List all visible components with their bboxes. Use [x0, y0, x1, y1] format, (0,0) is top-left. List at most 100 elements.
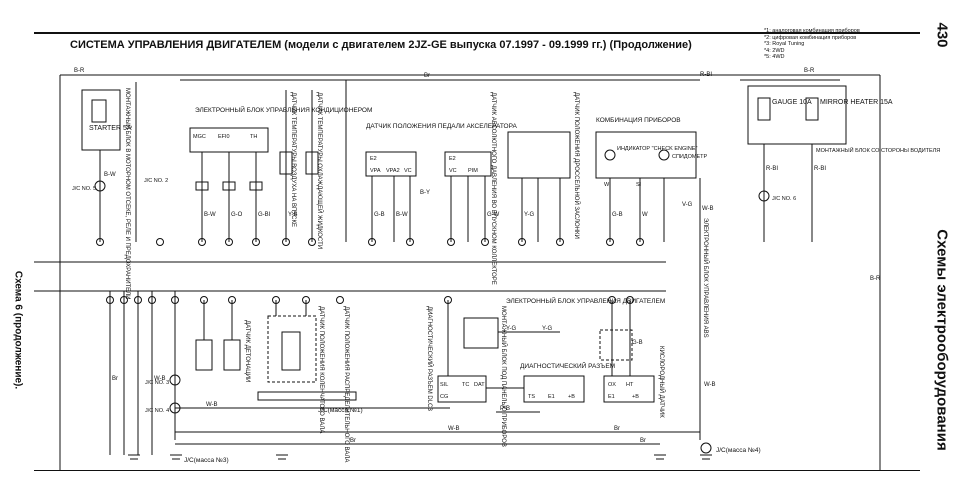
- label-jc3: J/C NO. 3: [145, 380, 169, 386]
- ecu-pin: [120, 296, 128, 304]
- wire-label: Br: [640, 438, 646, 444]
- ecu-pin: [106, 296, 114, 304]
- wire-label: B-W: [396, 212, 408, 218]
- cluster-box: [595, 131, 697, 179]
- dash-mounting-block: [463, 317, 499, 349]
- o2-sensor-box: [603, 375, 655, 403]
- starter-fuse-box: [81, 89, 121, 151]
- wire-label: R-BI: [700, 72, 712, 78]
- label-engine-ecu: ЭЛЕКТРОННЫЙ БЛОК УПРАВЛЕНИЯ ДВИГАТЕЛЕМ: [506, 296, 665, 305]
- wire-label: W-B: [154, 376, 166, 382]
- conn-ac-3: [249, 181, 263, 191]
- wire-label: G-O: [231, 212, 243, 218]
- label-jc2: J/C NO. 2: [144, 178, 168, 184]
- label-abs-ecu: ЭЛЕКТРОННЫЙ БЛОК УПРАВЛЕНИЯ ABS: [702, 218, 710, 338]
- knock-sensor-2: [223, 339, 241, 371]
- wire-label: B-R: [870, 276, 881, 282]
- footnote: *3: Royal Tuning: [764, 41, 805, 47]
- wire-label: G-B: [612, 212, 623, 218]
- wire-label: W-B: [704, 382, 716, 388]
- mirror-fuse: [805, 97, 819, 121]
- ecu-pin: [406, 238, 414, 246]
- footnote: *4: 2WD: [764, 47, 785, 54]
- label-map-pin: VC: [449, 168, 457, 174]
- label-dash-block: МОНТАЖНЫЙ БЛОК ПОД ПАНЕЛЬЮ ПРИБОРОВ: [500, 306, 508, 447]
- diag-connector: [523, 375, 585, 403]
- ect-sensor: [305, 151, 319, 175]
- label-map-pin: E2: [449, 156, 456, 162]
- footnote: *5: 4WD: [764, 54, 785, 60]
- ecu-pin: [447, 238, 455, 246]
- label-starter-fuse: STARTER 5A: [89, 125, 132, 132]
- label-o2-pin: HT: [626, 382, 634, 388]
- label-map-pin: PIM: [468, 168, 478, 174]
- label-pedal-pin: VPA: [370, 168, 381, 174]
- ecu-pin: [282, 238, 290, 246]
- label-pedal-pin: E2: [370, 156, 377, 162]
- label-diag-pin: CG: [440, 394, 448, 400]
- label-diag-connector: ДИАГНОСТИЧЕСКИЙ РАЗЪЕМ: [520, 361, 615, 370]
- o2-heater: [599, 329, 633, 361]
- ecu-pin: [606, 238, 614, 246]
- ecu-pin: [171, 296, 179, 304]
- ecu-pin: [336, 296, 344, 304]
- driver-fuse-box: [747, 85, 847, 145]
- label-diag-pin: +B: [568, 394, 575, 400]
- ecu-pin: [134, 296, 142, 304]
- bottom-rule: [34, 470, 920, 471]
- label-iat-sensor: ДАТЧИК ТЕМПЕРАТУРЫ ВОЗДУХА НА ВПУСКЕ: [290, 92, 296, 227]
- ecu-pin-2: [156, 238, 164, 246]
- label-ground4: J/C(масса №4): [716, 447, 761, 454]
- wire-label: B-W: [204, 212, 216, 218]
- wire-label: Br: [614, 426, 620, 432]
- wire-label: Br: [350, 438, 356, 444]
- wire-label: G-B: [632, 340, 643, 346]
- label-ect-sensor: ДАТЧИК ТЕМПЕРАТУРЫ ОХЛАЖДАЮЩЕЙ ЖИДКОСТИ: [316, 92, 324, 249]
- label-jc4: J/C NO. 4: [145, 408, 169, 414]
- starter-fuse: [91, 99, 107, 123]
- label-ac-ecu: ЭЛЕКТРОННЫЙ БЛОК УПРАВЛЕНИЯ КОНДИЦИОНЕРО…: [195, 105, 372, 114]
- conn-ac-2: [222, 181, 236, 191]
- label-diag-pin: DAT: [474, 382, 485, 388]
- pedal-sensor-box: [365, 151, 417, 177]
- label-crank-sensor: ДАТЧИК ПОЛОЖЕНИЯ КОЛЕНЧАТОГО ВАЛА: [318, 306, 324, 433]
- ecu-pin: [198, 238, 206, 246]
- label-dlc3: ДИАГНОСТИЧЕСКИЙ РАЗЪЕМ DLC3: [426, 306, 434, 411]
- label-gauge-fuse: GAUGE 10A: [772, 99, 812, 106]
- cam-crank-shield: [267, 315, 317, 383]
- label-diag-pin: E1: [548, 394, 555, 400]
- label-mirror-fuse: MIRROR HEATER 15A: [820, 99, 893, 106]
- label-driver-block: МОНТАЖНЫЙ БЛОК СО СТОРОНЫ ВОДИТЕЛЯ: [816, 146, 940, 154]
- label-pedal-pin: VPA2: [386, 168, 400, 174]
- knock-sensor-1: [195, 339, 213, 371]
- throttle-sensor-box: [507, 131, 571, 179]
- wire-label: G-BI: [258, 212, 271, 218]
- gauge-fuse: [757, 97, 771, 121]
- label-ac-pin: TH: [250, 134, 257, 140]
- label-o2-pin: E1: [608, 394, 615, 400]
- label-ac-pin: EFI0: [218, 134, 230, 140]
- footnote: *1: аналоговая комбинация приборов: [764, 28, 860, 34]
- label-ground1: J/C(масса №1): [318, 407, 363, 414]
- wire-label: R-BI: [814, 166, 826, 172]
- label-check-engine: ИНДИКАТОР "CHECK ENGINE": [617, 146, 697, 152]
- junction-jc3: [169, 374, 181, 386]
- label-ac-ecu-text: ЭЛЕКТРОННЫЙ БЛОК УПРАВЛЕНИЯ КОНДИЦИОНЕРО…: [195, 105, 372, 114]
- ground-bus: [257, 391, 357, 401]
- label-jc5: J/C NO. 5: [72, 186, 96, 192]
- label-cluster: КОМБИНАЦИЯ ПРИБОРОВ: [596, 117, 681, 124]
- wire-label: Y-G: [506, 326, 516, 332]
- wire-label: Br: [112, 376, 118, 382]
- wire-label: P-B: [500, 406, 510, 412]
- crank-sensor: [281, 331, 301, 371]
- ecu-pin: [556, 238, 564, 246]
- label-knock-sensor: ДАТЧИК ДЕТОНАЦИИ: [244, 320, 250, 382]
- wire-label: V-G: [682, 202, 693, 208]
- label-pedal-pin: VC: [404, 168, 412, 174]
- label-jc6: J/C NO. 6: [772, 196, 796, 202]
- wire-label: G-B: [374, 212, 385, 218]
- wire-label: W-B: [206, 402, 218, 408]
- label-diag-pin: TC: [462, 382, 469, 388]
- label-o2-sensor: КИСЛОРОДНЫЙ ДАТЧИК: [658, 346, 666, 418]
